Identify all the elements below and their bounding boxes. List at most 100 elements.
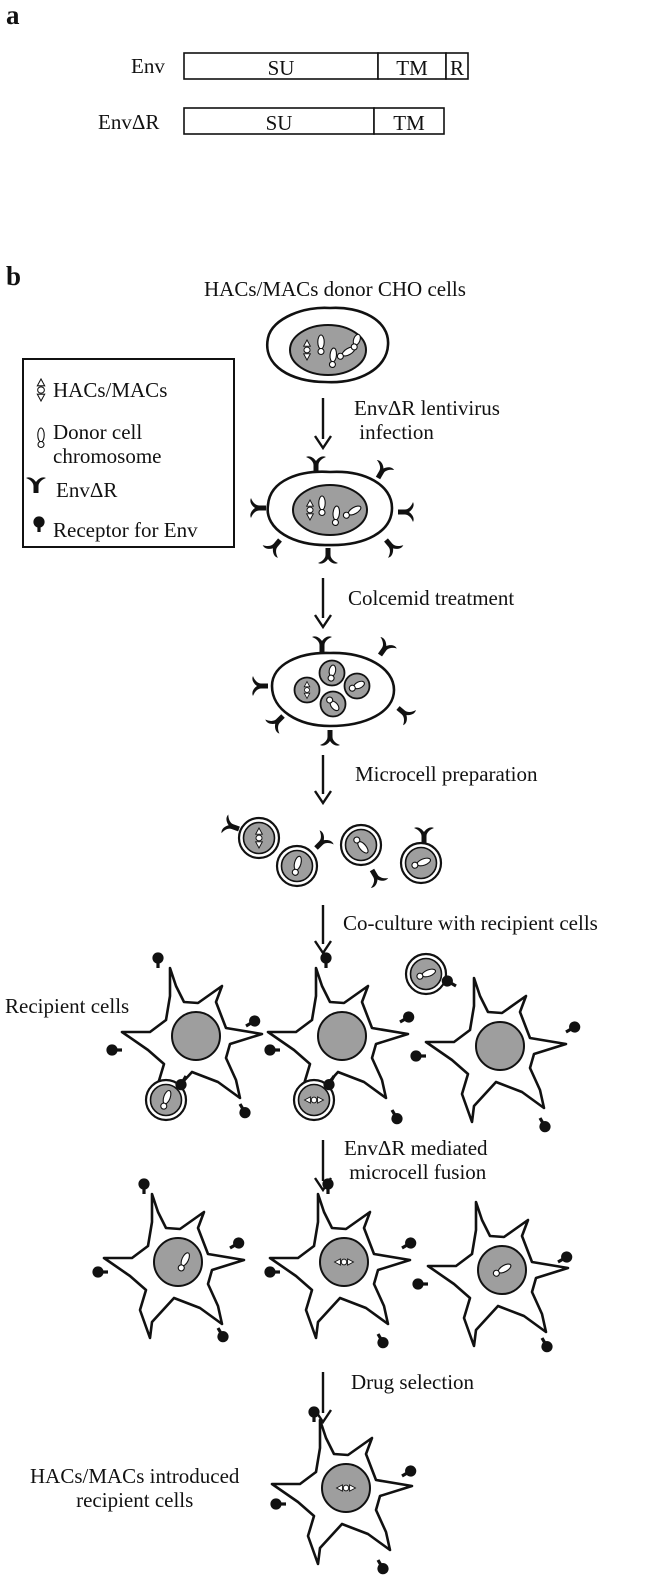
receptor-icon bbox=[264, 1044, 280, 1056]
receptor-icon bbox=[238, 1103, 251, 1119]
arrow-infection bbox=[314, 398, 332, 451]
env-su-segment-label: SU bbox=[267, 56, 295, 80]
receptor-icon bbox=[138, 1178, 150, 1194]
chromosome-icon bbox=[353, 836, 369, 854]
env-delta-r-spike-icon bbox=[384, 538, 404, 558]
step-drug-selection-label: Drug selection bbox=[351, 1370, 475, 1394]
env-delta-r-spike-icon bbox=[250, 498, 266, 518]
chromosome-icon bbox=[318, 495, 326, 517]
chromosome-icon bbox=[350, 333, 361, 351]
construct-segment-box bbox=[183, 107, 375, 135]
env-delta-r-spike-icon bbox=[262, 538, 282, 558]
chromosome-icon bbox=[416, 968, 437, 980]
receptor-icon bbox=[270, 1498, 286, 1510]
chromosome-icon bbox=[317, 334, 325, 356]
microcell bbox=[221, 814, 281, 860]
receptor-icon bbox=[376, 1333, 389, 1349]
env-expressing-donor-cell bbox=[250, 456, 414, 564]
env-delta-r-tm-segment-label: TM bbox=[393, 111, 425, 135]
chromosome-icon bbox=[160, 1089, 172, 1110]
hac-mac-icon bbox=[36, 377, 46, 403]
receptor-icon bbox=[33, 516, 45, 532]
hac-mac-icon bbox=[254, 827, 264, 849]
receptor-icon bbox=[401, 1465, 417, 1478]
microcell bbox=[339, 823, 389, 888]
recipient-cell bbox=[264, 952, 415, 1125]
legend-receptor-label: Receptor for Env bbox=[53, 518, 198, 542]
receptor-icon bbox=[390, 1109, 403, 1125]
fused-recipient-cell bbox=[412, 1200, 573, 1353]
final-recipient-cell bbox=[270, 1406, 417, 1575]
env-delta-r-spike-icon bbox=[26, 477, 46, 493]
construct-segment-box bbox=[183, 52, 379, 80]
construct-segment-box bbox=[373, 107, 445, 135]
step-coculture-label: Co-culture with recipient cells bbox=[343, 911, 598, 935]
receptor-icon bbox=[264, 1266, 280, 1278]
env-r-segment-label: R bbox=[449, 56, 464, 80]
chromosome-icon bbox=[348, 680, 365, 692]
donor-nucleus bbox=[292, 484, 368, 536]
receptor-icon bbox=[540, 1337, 553, 1353]
receptor-icon bbox=[229, 1237, 245, 1250]
env-delta-r-spike-icon bbox=[265, 714, 285, 734]
legend bbox=[22, 358, 235, 548]
fused-recipient-cell bbox=[264, 1178, 417, 1349]
arrow-microcell-prep bbox=[314, 755, 332, 806]
legend-hac-mac-label: HACs/MACs bbox=[53, 378, 168, 402]
construct-env-delta-r-label: EnvΔR bbox=[98, 110, 160, 134]
env-tm-segment-label: TM bbox=[396, 56, 428, 80]
recipient-cell bbox=[410, 976, 581, 1133]
receptor-icon bbox=[152, 952, 164, 968]
donor-cell bbox=[265, 306, 390, 384]
chromosome-icon bbox=[342, 505, 362, 519]
env-delta-r-spike-icon bbox=[377, 636, 397, 657]
receptor-icon bbox=[322, 1178, 334, 1194]
chromosome-icon bbox=[492, 1263, 512, 1277]
receptor-icon bbox=[216, 1327, 229, 1343]
receptor-icon bbox=[410, 1050, 426, 1062]
recipient-cells-label: Recipient cells bbox=[5, 994, 130, 1018]
receptor-icon bbox=[557, 1251, 573, 1264]
env-delta-r-spike-icon bbox=[314, 830, 334, 850]
receptor-icon bbox=[308, 1406, 320, 1422]
recipient-nucleus bbox=[171, 1011, 221, 1061]
step-fusion-label: EnvΔR mediated microcell fusion bbox=[344, 1136, 488, 1185]
hac-mac-icon bbox=[303, 1096, 325, 1104]
env-delta-r-spike-icon bbox=[318, 548, 338, 564]
donor-nucleus bbox=[289, 324, 367, 376]
receptor-icon bbox=[175, 1075, 188, 1091]
env-delta-r-spike-icon bbox=[221, 814, 240, 834]
env-delta-r-spike-icon bbox=[414, 827, 434, 843]
step-microcell-preparation-label: Microcell preparation bbox=[355, 762, 538, 786]
arrow-coculture bbox=[314, 905, 332, 956]
legend-env-delta-r-label: EnvΔR bbox=[56, 478, 118, 502]
chromosome-icon bbox=[177, 1252, 190, 1272]
receptor-icon bbox=[399, 1011, 415, 1024]
env-delta-r-spike-icon bbox=[396, 706, 416, 726]
microcell bbox=[399, 827, 443, 885]
env-delta-r-spike-icon bbox=[398, 502, 414, 522]
env-construct-bar bbox=[183, 52, 469, 80]
attached-microcell bbox=[404, 952, 448, 996]
arrow-colcemid bbox=[314, 578, 332, 630]
hac-mac-icon bbox=[335, 1484, 357, 1492]
receptor-icon bbox=[565, 1021, 581, 1034]
panel-b-label: b bbox=[6, 261, 22, 291]
receptor-icon bbox=[441, 975, 457, 988]
env-delta-r-spike-icon bbox=[306, 456, 326, 472]
attached-microcell bbox=[144, 1078, 188, 1122]
env-delta-r-construct-bar bbox=[183, 107, 445, 135]
chromosome-icon bbox=[331, 505, 341, 527]
chromosome-icon bbox=[326, 696, 340, 712]
receptor-icon bbox=[92, 1266, 108, 1278]
chromosome-icon bbox=[328, 347, 338, 369]
legend-donor-chromosome-label: Donor cell chromosome bbox=[53, 420, 162, 469]
microcells bbox=[221, 814, 443, 888]
colcemid-treated-cell bbox=[252, 636, 416, 746]
receptor-icon bbox=[106, 1044, 122, 1056]
recipient-nucleus bbox=[475, 1021, 525, 1071]
env-delta-r-spike-icon bbox=[375, 460, 395, 480]
receptor-icon bbox=[245, 1015, 261, 1028]
construct-segment-box bbox=[377, 52, 447, 80]
